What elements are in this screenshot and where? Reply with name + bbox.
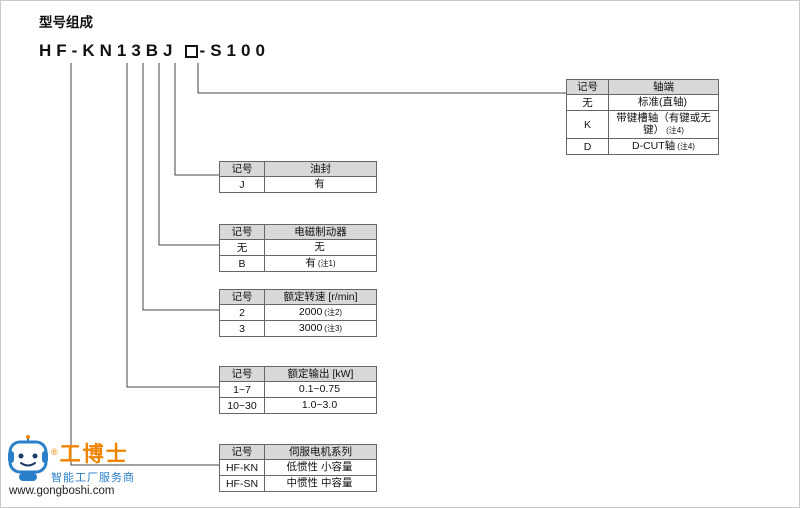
connector-series: [70, 63, 219, 466]
connector-oil-seal: [174, 63, 219, 176]
connector-shaft-end: [197, 63, 566, 94]
connector-brake: [158, 63, 219, 246]
watermark-logo: ®工博士 智能工厂服务商 www.gongboshi.com: [7, 433, 177, 503]
brake-table: 记号 电磁制动器 无 无 B 有(注1): [219, 224, 377, 272]
table-header-row: 记号 额定输出 [kW]: [219, 366, 377, 382]
model-number: HF-KN13BJ -S100: [39, 39, 270, 63]
connector-rated-speed: [142, 63, 219, 311]
table-header-row: 记号 伺服电机系列: [219, 444, 377, 460]
table-header-row: 记号 轴端: [566, 79, 719, 95]
table-header-row: 记号 油封: [219, 161, 377, 177]
shaft-end-table: 记号 轴端 无 标准(直轴) K 带键槽轴（有键或无键）(注4) D D-CUT…: [566, 79, 719, 155]
table-header-row: 记号 电磁制动器: [219, 224, 377, 240]
table-row: D D-CUT轴(注4): [566, 138, 719, 155]
series-table: 记号 伺服电机系列 HF-KN 低惯性 小容量 HF-SN 中惯性 中容量: [219, 444, 377, 492]
brand-tagline: 智能工厂服务商: [51, 472, 135, 484]
table-row: 3 3000(注3): [219, 320, 377, 337]
table-row: 10~30 1.0~3.0: [219, 397, 377, 414]
table-row: B 有(注1): [219, 255, 377, 272]
brand-url: www.gongboshi.com: [9, 485, 115, 497]
table-row: K 带键槽轴（有键或无键）(注4): [566, 110, 719, 139]
brand-name: 工博士: [59, 443, 129, 466]
model-suffix: -S100: [199, 41, 270, 60]
table-row: HF-KN 低惯性 小容量: [219, 459, 377, 476]
mascot-icon: [8, 435, 48, 481]
table-row: J 有: [219, 176, 377, 193]
table-row: HF-SN 中惯性 中容量: [219, 475, 377, 492]
table-row: 无 无: [219, 239, 377, 256]
oil-seal-table: 记号 油封 J 有: [219, 161, 377, 193]
rated-output-table: 记号 额定输出 [kW] 1~7 0.1~0.75 10~30 1.0~3.0: [219, 366, 377, 414]
model-prefix: HF-KN13BJ: [39, 41, 178, 60]
rated-speed-table: 记号 额定转速 [r/min] 2 2000(注2) 3 3000(注3): [219, 289, 377, 337]
connector-rated-output: [126, 63, 219, 388]
page-title: 型号组成: [39, 15, 93, 30]
option-placeholder-box: [184, 44, 198, 58]
table-header-row: 记号 额定转速 [r/min]: [219, 289, 377, 305]
registered-mark: ®: [51, 446, 58, 457]
table-row: 2 2000(注2): [219, 304, 377, 321]
table-row: 1~7 0.1~0.75: [219, 381, 377, 398]
table-row: 无 标准(直轴): [566, 94, 719, 111]
